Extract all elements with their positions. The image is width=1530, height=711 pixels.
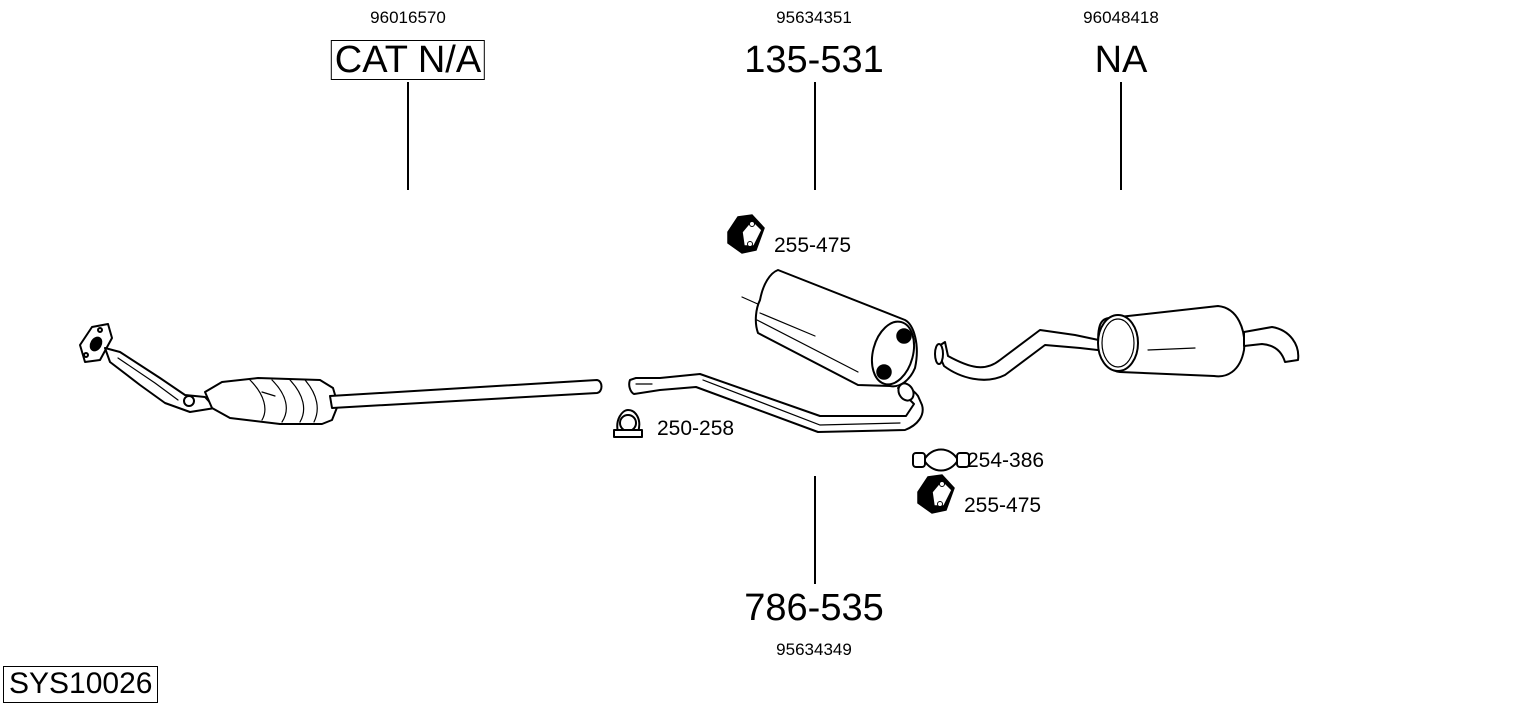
- pipe-clamp-icon: [613, 409, 643, 438]
- intermediate-pipe-leader-line: [814, 476, 816, 584]
- intermediate-pipe-drawing[interactable]: [628, 373, 924, 433]
- catalyst-leader-line: [407, 82, 409, 190]
- rear-silencer-part-number[interactable]: NA: [1094, 39, 1148, 81]
- rubber-mount-icon: [917, 474, 955, 514]
- center-silencer-oem-number: 95634351: [776, 8, 852, 27]
- intermediate-pipe-oem-number: 95634349: [776, 640, 852, 659]
- rear-silencer-leader-line: [1120, 82, 1122, 190]
- rubber-mount-top-label[interactable]: 255-475: [774, 234, 852, 257]
- rubber-mount-icon: [727, 214, 765, 254]
- flange-clamp-icon: [912, 448, 970, 472]
- rubber-mount-bottom-label[interactable]: 255-475: [964, 494, 1042, 517]
- system-id-label: SYS10026: [3, 666, 159, 703]
- center-silencer-drawing[interactable]: [741, 269, 921, 389]
- catalyst-oem-number: 96016570: [370, 8, 446, 27]
- rear-silencer-oem-number: 96048418: [1083, 8, 1159, 27]
- intermediate-pipe-part-number[interactable]: 786-535: [744, 587, 884, 629]
- catalyst-part-number[interactable]: CAT N/A: [330, 40, 486, 80]
- flange-clamp-label[interactable]: 254-386: [967, 449, 1045, 472]
- catalytic-converter-drawing[interactable]: [79, 323, 603, 425]
- center-silencer-leader-line: [814, 82, 816, 190]
- pipe-clamp-label[interactable]: 250-258: [657, 417, 735, 440]
- rear-silencer-drawing[interactable]: [934, 305, 1300, 381]
- center-silencer-part-number[interactable]: 135-531: [744, 39, 884, 81]
